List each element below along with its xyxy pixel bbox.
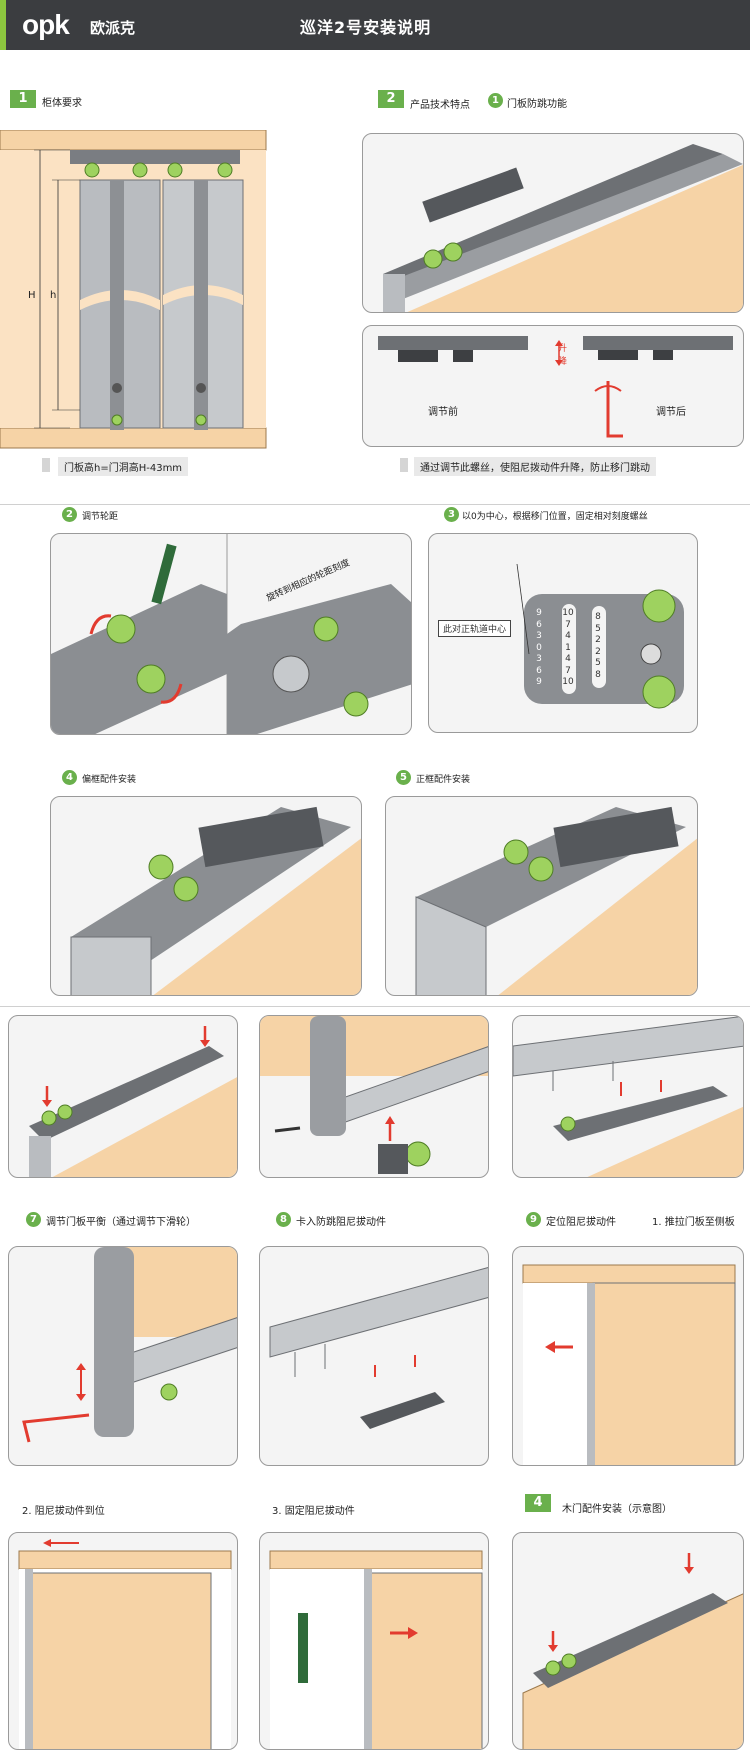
substep3-panel xyxy=(259,1532,489,1750)
step7-number: 7 xyxy=(26,1212,41,1227)
step5-title: 正框配件安装 xyxy=(416,775,471,785)
section2-number: 2 xyxy=(378,90,404,108)
section4-number: 4 xyxy=(525,1494,551,1512)
step2-panel xyxy=(50,533,412,735)
step2-number: 2 xyxy=(62,507,77,522)
scale-right: 8 5 2 2 5 8 xyxy=(591,612,605,681)
scale-tick: 8 xyxy=(595,669,601,680)
feature-render-panel xyxy=(362,133,744,313)
substep2-title: 2. 阻尼拔动件到位 xyxy=(22,1506,105,1517)
after-adjust-label: 调节后 xyxy=(656,407,686,418)
track-center-callout: 此对正轨道中心 xyxy=(438,620,512,637)
scale-tick: 7 xyxy=(565,619,571,630)
dimension-h: h xyxy=(50,290,57,301)
header-bar: opk 欧派克 巡洋2号安装说明 xyxy=(0,0,750,50)
scale-tick: 0 xyxy=(536,642,542,653)
scale-tick: 2 xyxy=(595,635,601,645)
scale-tick: 5 xyxy=(595,658,601,668)
step7-title: 调节门板平衡（通过调节下滑轮） xyxy=(46,1217,196,1228)
step8-panel xyxy=(259,1246,489,1466)
scale-tick: 4 xyxy=(565,631,571,641)
caption-marker xyxy=(42,458,50,472)
section1-number: 1 xyxy=(10,90,36,108)
step2-title: 调节轮距 xyxy=(82,512,119,522)
caption-marker-2 xyxy=(400,458,408,472)
substep3-title: 3. 固定阻尼拔动件 xyxy=(272,1506,355,1517)
step9-number: 9 xyxy=(526,1212,541,1227)
scale-tick: 4 xyxy=(565,654,571,664)
scale-tick: 6 xyxy=(536,619,542,630)
adjustment-compare-panel xyxy=(362,325,744,447)
step5-panel xyxy=(385,796,698,996)
section1-title: 柜体要求 xyxy=(42,98,82,109)
cabinet-diagram xyxy=(0,130,268,450)
section1-caption: 门板高h=门洞高H-43mm xyxy=(58,457,189,476)
scale-tick: 1 xyxy=(565,642,571,653)
scale-tick: 7 xyxy=(565,665,571,676)
scale-tick: 6 xyxy=(536,665,542,676)
install-panel-a3 xyxy=(512,1015,744,1178)
scale-tick: 10 xyxy=(562,608,574,618)
scale-tick: 5 xyxy=(595,623,601,634)
section2-title: 产品技术特点 xyxy=(410,100,470,111)
scale-tick: 9 xyxy=(536,608,542,618)
step4-panel xyxy=(50,796,362,996)
header-accent xyxy=(0,0,6,50)
step9-substep1: 1. 推拉门板至侧板 xyxy=(652,1217,735,1228)
install-panel-a2 xyxy=(259,1015,489,1178)
brand-logo: opk xyxy=(22,9,70,40)
scale-tick: 3 xyxy=(536,631,542,641)
scale-left: 9 6 3 0 3 6 9 xyxy=(534,608,544,689)
scale-tick: 8 xyxy=(595,612,601,622)
before-adjust-label: 调节前 xyxy=(428,407,458,418)
page-title: 巡洋2号安装说明 xyxy=(300,18,432,37)
substep2-panel xyxy=(8,1532,238,1750)
step5-number: 5 xyxy=(396,770,411,785)
step9-panel xyxy=(512,1246,744,1466)
scale-tick: 10 xyxy=(562,677,574,687)
section2-caption: 通过调节此螺丝，使阻尼拨动件升降，防止移门跳动 xyxy=(414,457,656,476)
section4-panel xyxy=(512,1532,744,1750)
step7-panel xyxy=(8,1246,238,1466)
arrow-up-label: 升 xyxy=(558,344,568,354)
dimension-H: H xyxy=(28,290,36,301)
step4-title: 偏框配件安装 xyxy=(82,775,137,785)
step3-number: 3 xyxy=(444,507,459,522)
step8-number: 8 xyxy=(276,1212,291,1227)
scale-tick: 9 xyxy=(536,677,542,687)
scale-tick: 3 xyxy=(536,654,542,664)
step3-title: 以0为中心，根据移门位置，固定相对刻度螺丝 xyxy=(462,512,648,522)
feature1-number: 1 xyxy=(488,93,503,108)
feature1-title: 门板防跳功能 xyxy=(507,99,567,110)
brand-name: 欧派克 xyxy=(90,19,136,37)
step8-title: 卡入防跳阻尼拔动件 xyxy=(296,1217,386,1228)
arrow-down-label: 降 xyxy=(558,357,568,367)
section-divider xyxy=(0,504,750,505)
section-divider-2 xyxy=(0,1006,750,1007)
step4-number: 4 xyxy=(62,770,77,785)
step9-title: 定位阻尼拔动件 xyxy=(546,1217,616,1228)
scale-tick: 2 xyxy=(595,646,601,657)
scale-middle: 10 7 4 1 4 7 10 xyxy=(561,608,575,689)
install-panel-a1 xyxy=(8,1015,238,1178)
section4-title: 木门配件安装（示意图） xyxy=(562,1504,672,1515)
